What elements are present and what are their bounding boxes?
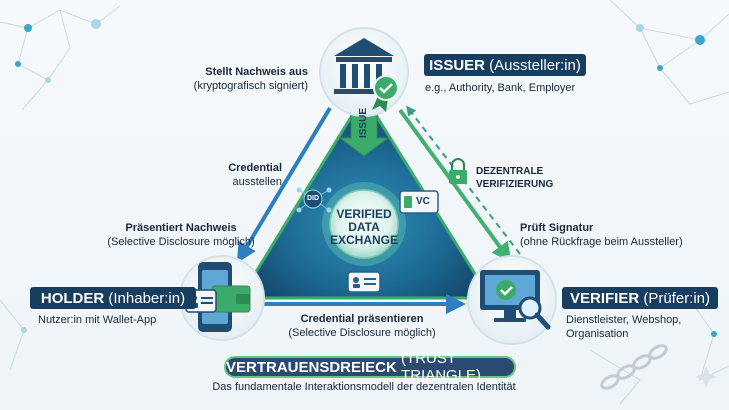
dezentrale-line1: DEZENTRALE: [476, 166, 544, 177]
center-line1: VERIFIED: [336, 207, 392, 221]
id-card-icon-center: [347, 271, 381, 293]
credential-praes-line2: (Selective Disclosure möglich): [288, 327, 436, 339]
holder-desc: Nutzer:in mit Wallet-App: [38, 314, 157, 326]
wallet-icon: [211, 285, 251, 313]
issuer-desc: e.g., Authority, Bank, Employer: [425, 82, 576, 94]
vc-label: VC: [416, 196, 430, 207]
holder-role: (Inhaber:in): [108, 289, 186, 307]
pruef-line1: Prüft Signatur: [520, 222, 594, 234]
arrow-issuer-to-holder: [236, 106, 332, 264]
issuer-action-title: Stellt Nachweis aus: [205, 66, 308, 78]
certificate-badge-icon: [372, 75, 399, 112]
credential-ausstellen-line1: Credential: [228, 162, 282, 174]
dezentrale-line2: VERIFIZIERUNG: [476, 179, 554, 190]
center-line2: DATA: [348, 220, 380, 234]
did-node-icon: [296, 187, 332, 213]
verifier-title-pill: VERIFIER (Prüfer:in): [562, 287, 718, 309]
verifier-desc-line1: Dienstleister, Webshop,: [566, 314, 682, 326]
credential-praes-line1: Credential präsentieren: [300, 313, 424, 325]
sparkle-icon: [695, 366, 717, 388]
network-nodes: [15, 19, 717, 337]
issuer-title-pill: ISSUER (Aussteller:in): [424, 54, 586, 76]
footer-title-light: (TRUST TRIANGLE): [401, 350, 482, 384]
center-line3: EXCHANGE: [329, 233, 398, 247]
verifier-role: (Prüfer:in): [643, 289, 711, 307]
center-orb: [329, 189, 399, 259]
verifier-title: VERIFIER: [569, 289, 640, 307]
footer-title-bold: VERTRAUENSDREIECK: [226, 358, 397, 376]
holder-title: HOLDER: [40, 289, 105, 307]
praesentiert-line2: (Selective Disclosure möglich): [107, 236, 255, 248]
did-label: DID: [306, 195, 320, 202]
issuer-action-sub: (kryptografisch signiert): [193, 80, 308, 92]
bank-icon: [334, 38, 394, 94]
pruef-line2: (ohne Rückfrage beim Aussteller): [520, 236, 683, 248]
lock-icon: [449, 158, 467, 184]
issue-arrow-label: ISSUE: [358, 108, 369, 139]
issuer-title: ISSUER: [429, 56, 485, 74]
magnifier-icon: [518, 296, 551, 330]
praesentiert-line1: Präsentiert Nachweis: [125, 222, 237, 234]
holder-title-pill: HOLDER (Inhaber:in): [30, 287, 196, 309]
credential-ausstellen-line2: ausstellen: [232, 176, 282, 188]
chain-decoration-icon: [600, 344, 668, 390]
trust-triangle-banner: VERTRAUENSDREIECK (TRUST TRIANGLE): [224, 350, 516, 384]
vc-card-icon: [399, 190, 439, 214]
verifier-desc-line2: Organisation: [566, 328, 629, 340]
footer-subtitle: Das fundamentale Interaktionsmodell der …: [212, 381, 516, 393]
issuer-role: (Aussteller:in): [489, 56, 581, 74]
